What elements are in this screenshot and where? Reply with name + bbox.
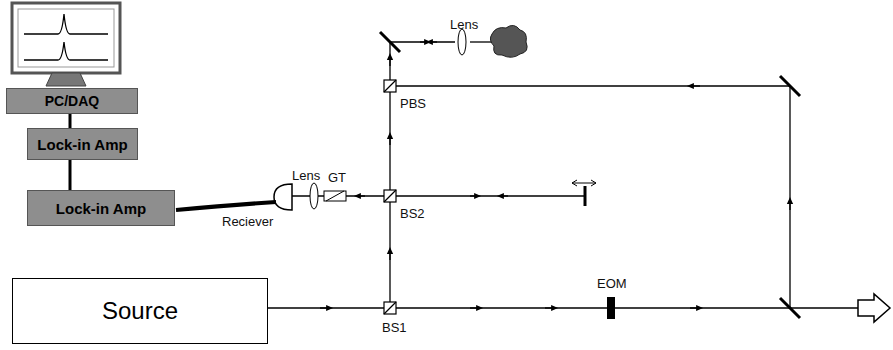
beam-splitters: [384, 80, 396, 314]
eom-crystal: [607, 297, 615, 319]
receiver-cable: [176, 202, 276, 210]
box-label: Source: [102, 297, 178, 325]
part-label: Lens: [450, 17, 478, 32]
monitor: [12, 3, 120, 86]
connector-cable: [69, 160, 72, 190]
part-label: Lens: [292, 168, 320, 183]
lock-in-amp-box: Lock-in Amp: [27, 190, 175, 226]
part-label: GT: [328, 170, 346, 185]
connector-cable: [69, 114, 72, 128]
part-label: Reciever: [222, 214, 273, 229]
glan-thompson: [324, 191, 346, 201]
lock-in-amp-box: Lock-in Amp: [27, 128, 138, 160]
box-label: Lock-in Amp: [37, 136, 127, 153]
mirrors: [380, 32, 800, 318]
lens: [458, 29, 466, 55]
receiver: [274, 184, 292, 210]
pc-daq-box: PC/DAQ: [6, 88, 138, 114]
part-label: EOM: [597, 276, 627, 291]
box-label: PC/DAQ: [45, 93, 99, 109]
source-box: Source: [12, 278, 268, 344]
lens: [310, 183, 318, 209]
box-label: Lock-in Amp: [56, 200, 146, 217]
part-label: BS2: [400, 206, 425, 221]
translation-arrow: [572, 180, 596, 186]
part-label: PBS: [400, 96, 426, 111]
sample: [490, 25, 527, 57]
beam-paths: [268, 42, 890, 322]
part-label: BS1: [382, 320, 407, 335]
